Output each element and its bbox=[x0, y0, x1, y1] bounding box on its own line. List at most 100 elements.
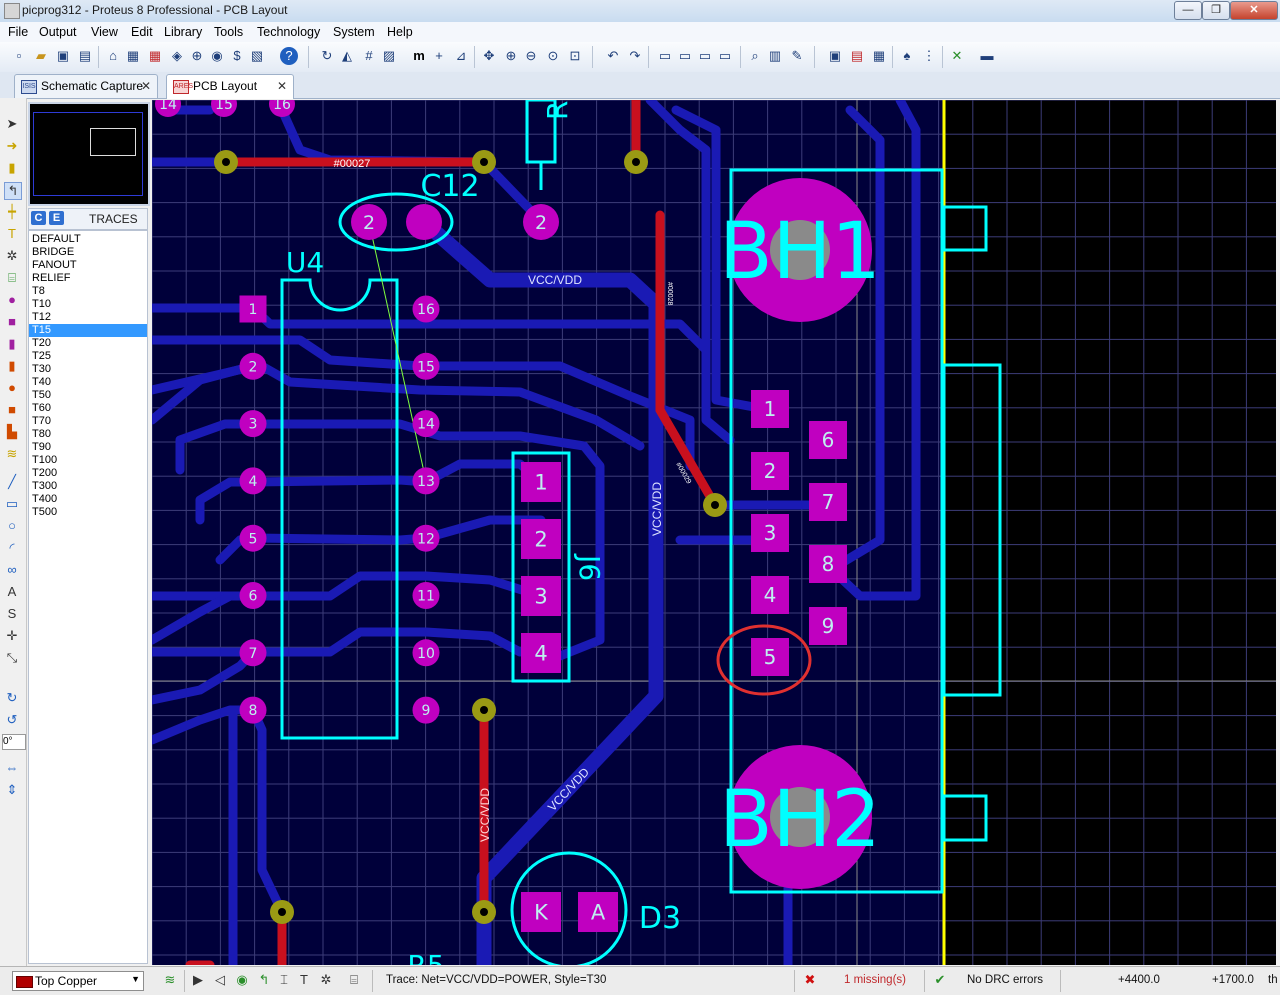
grid-icon[interactable]: # bbox=[360, 47, 378, 65]
edit-button[interactable]: E bbox=[49, 211, 64, 225]
arc-tool-icon[interactable]: ◜ bbox=[4, 540, 20, 556]
3d-view-icon[interactable]: ◈ bbox=[168, 47, 186, 65]
source-code-icon[interactable]: ▧ bbox=[248, 47, 266, 65]
connectivity-icon[interactable]: ⌸ bbox=[4, 270, 20, 286]
j6-pad[interactable]: 4 bbox=[521, 633, 561, 673]
polygon-pad-icon[interactable]: ■ bbox=[4, 402, 20, 418]
circle-tool-icon[interactable]: ○ bbox=[4, 518, 20, 534]
new-file-icon[interactable]: ▫ bbox=[10, 47, 28, 65]
u4-pad[interactable]: 13 bbox=[413, 467, 440, 494]
menu-help[interactable]: Help bbox=[387, 25, 413, 39]
trace-style-item[interactable]: T500 bbox=[29, 506, 147, 519]
db9-pad[interactable]: 6 bbox=[809, 421, 847, 459]
square-pad-icon[interactable]: ■ bbox=[4, 314, 20, 330]
close-button[interactable]: ✕ bbox=[1230, 1, 1278, 20]
missing-connections[interactable]: 1 missing(s) bbox=[844, 974, 906, 986]
pick-button[interactable]: C bbox=[31, 211, 46, 225]
minimize-button[interactable]: — bbox=[1174, 1, 1202, 20]
autoplace-icon[interactable]: ▣ bbox=[826, 47, 844, 65]
trace-style-item[interactable]: T60 bbox=[29, 402, 147, 415]
u4-pad[interactable]: 12 bbox=[413, 525, 440, 552]
trace-style-item[interactable]: DEFAULT bbox=[29, 233, 147, 246]
trace-style-item[interactable]: T15 bbox=[29, 324, 147, 337]
track-status-icon[interactable]: ↰ bbox=[256, 972, 272, 988]
schematic-icon[interactable]: ▦ bbox=[124, 47, 142, 65]
package-icon[interactable]: ▥ bbox=[766, 47, 784, 65]
u4-pad[interactable]: 16 bbox=[413, 296, 440, 323]
u4-pad[interactable]: 11 bbox=[413, 582, 440, 609]
j6-pad[interactable]: 2 bbox=[521, 519, 561, 559]
undo-icon[interactable]: ↶ bbox=[604, 47, 622, 65]
pcb-editing-window[interactable]: #00027 #00028 #00029 VCC/VDD VCC/VDD VCC… bbox=[152, 100, 1276, 965]
trace-style-item[interactable]: T70 bbox=[29, 415, 147, 428]
db9-pad[interactable]: 3 bbox=[751, 514, 789, 552]
zone-mode-icon[interactable]: T bbox=[4, 226, 20, 242]
overview-window[interactable] bbox=[28, 102, 150, 206]
refresh-icon[interactable]: ↻ bbox=[318, 47, 336, 65]
u4-pad[interactable]: 4 bbox=[240, 467, 267, 494]
zone-status-icon[interactable]: T bbox=[296, 972, 312, 988]
c12-pad[interactable]: 2 bbox=[351, 204, 387, 240]
design-explorer-icon[interactable]: ◉ bbox=[208, 47, 226, 65]
zoom-out-icon[interactable]: ⊖ bbox=[522, 47, 540, 65]
ratsnest-status-icon[interactable]: ✲ bbox=[318, 972, 334, 988]
u4-pad[interactable]: 7 bbox=[240, 639, 267, 666]
trace-style-item[interactable]: T100 bbox=[29, 454, 147, 467]
path-tool-icon[interactable]: ∞ bbox=[4, 562, 20, 578]
dil-pad-icon[interactable]: ▮ bbox=[4, 336, 20, 352]
trace-style-item[interactable]: FANOUT bbox=[29, 259, 147, 272]
trace-style-item[interactable]: T90 bbox=[29, 441, 147, 454]
u4-pad[interactable]: 2 bbox=[240, 353, 267, 380]
trace-style-item[interactable]: T80 bbox=[29, 428, 147, 441]
trace-style-item[interactable]: BRIDGE bbox=[29, 246, 147, 259]
play-icon[interactable]: ▶ bbox=[190, 972, 206, 988]
trace-style-item[interactable]: T20 bbox=[29, 337, 147, 350]
u4-pad[interactable]: 3 bbox=[240, 410, 267, 437]
menu-library[interactable]: Library bbox=[164, 25, 202, 39]
drc-icon[interactable]: ✕ bbox=[948, 47, 966, 65]
menu-file[interactable]: File bbox=[8, 25, 28, 39]
close-project-icon[interactable]: ▤ bbox=[76, 47, 94, 65]
save-icon[interactable]: ▣ bbox=[54, 47, 72, 65]
trace-style-item[interactable]: T12 bbox=[29, 311, 147, 324]
block-copy-icon[interactable]: ▭ bbox=[656, 47, 674, 65]
menu-output[interactable]: Output bbox=[39, 25, 77, 39]
menu-edit[interactable]: Edit bbox=[131, 25, 153, 39]
round-pad-icon[interactable]: ● bbox=[4, 292, 20, 308]
bom-icon[interactable]: $ bbox=[228, 47, 246, 65]
layer-selector[interactable]: Top Copper ▼ bbox=[12, 971, 144, 991]
db9-pad[interactable]: 2 bbox=[751, 452, 789, 490]
u4-pad[interactable]: 6 bbox=[240, 582, 267, 609]
db9-pad[interactable]: 1 bbox=[751, 390, 789, 428]
track-mode-icon[interactable]: ↰ bbox=[4, 182, 22, 200]
smt-pad-icon[interactable]: ● bbox=[4, 380, 20, 396]
d3-cathode-pad[interactable]: K bbox=[521, 892, 561, 932]
flip-icon[interactable]: ◭ bbox=[338, 47, 356, 65]
component-mode-icon[interactable]: ➜ bbox=[4, 138, 20, 154]
selection-mode-icon[interactable]: ➤ bbox=[4, 116, 20, 132]
connectivity-status-icon[interactable]: ⌸ bbox=[346, 972, 362, 988]
u4-pad[interactable]: 5 bbox=[240, 525, 267, 552]
u4-pad[interactable]: 9 bbox=[413, 697, 440, 724]
edge-pad-icon[interactable]: ▮ bbox=[4, 358, 20, 374]
redo-icon[interactable]: ↷ bbox=[626, 47, 644, 65]
help-icon[interactable]: ? bbox=[280, 47, 298, 65]
trace-style-item[interactable]: RELIEF bbox=[29, 272, 147, 285]
trace-style-item[interactable]: T400 bbox=[29, 493, 147, 506]
db9-pad[interactable]: 4 bbox=[751, 576, 789, 614]
home-icon[interactable]: ⌂ bbox=[104, 47, 122, 65]
tab-pcb-layout[interactable]: ARES PCB Layout ✕ bbox=[166, 74, 294, 99]
snap-icon[interactable]: ⊿ bbox=[452, 47, 470, 65]
u4-pad[interactable]: 14 bbox=[413, 410, 440, 437]
db9-pad[interactable]: 7 bbox=[809, 483, 847, 521]
netlist-icon[interactable]: ▦ bbox=[870, 47, 888, 65]
zoom-in-icon[interactable]: ⊕ bbox=[502, 47, 520, 65]
box-tool-icon[interactable]: ▭ bbox=[4, 496, 20, 512]
line-tool-icon[interactable]: ╱ bbox=[4, 474, 20, 490]
block-move-icon[interactable]: ▭ bbox=[676, 47, 694, 65]
annotate-icon[interactable]: ⋮ bbox=[920, 47, 938, 65]
pcb-icon[interactable]: ▦ bbox=[146, 47, 164, 65]
c12-pad[interactable] bbox=[406, 204, 442, 240]
zoom-area-icon[interactable]: ⊡ bbox=[566, 47, 584, 65]
find-icon[interactable]: ♠ bbox=[898, 47, 916, 65]
